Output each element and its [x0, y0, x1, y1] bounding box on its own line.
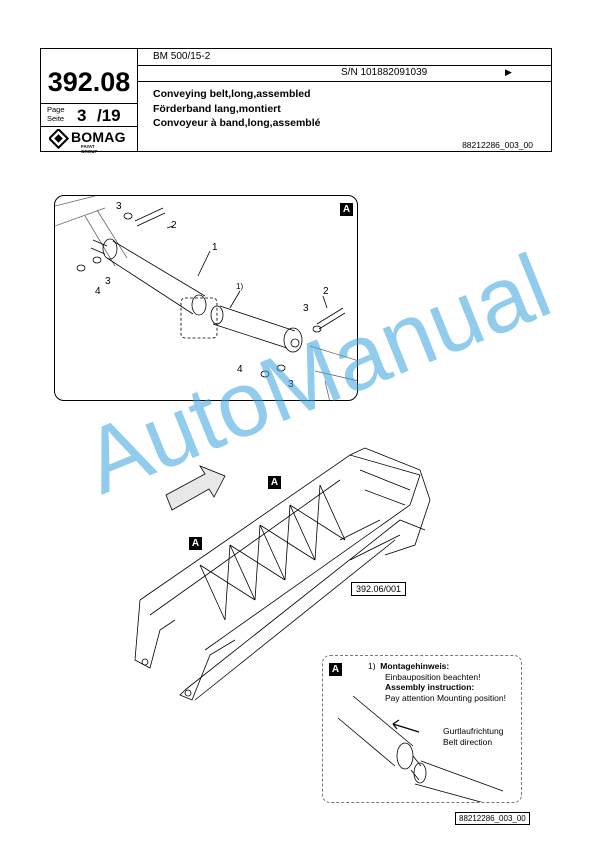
serial-row: S/N 101882091039 ▶ [137, 65, 551, 82]
header-doc-number: 88212286_003_00 [462, 140, 533, 150]
detail-roller-drawing [337, 695, 504, 802]
label-4-left: 4 [95, 286, 101, 297]
label-2-right: 2 [323, 286, 329, 297]
title-en: Conveying belt,long,assembled [153, 88, 311, 100]
label-4-bottom: 4 [237, 364, 243, 375]
label-2-top: 2 [171, 220, 177, 231]
roller-exploded-drawing [55, 196, 357, 400]
titles: Conveying belt,long,assembled Förderband… [153, 87, 320, 131]
detail-box: A [322, 655, 522, 803]
page-total: /19 [97, 106, 121, 125]
header-table: 392.08 Page Seite 3 /19 BOMAG FAYAT GROU… [40, 48, 552, 154]
logo-diamond-icon [47, 127, 70, 150]
callout-tag-a: A [340, 203, 353, 216]
model-row: BM 500/15-2 [137, 49, 551, 66]
direction-de: Gurtlaufrichtung [443, 726, 504, 736]
page-label-de: Seite [47, 114, 65, 123]
note-text-en: Pay attention Mounting position! [385, 692, 506, 703]
footnote-marker: 1) [368, 661, 376, 671]
label-3-left: 3 [105, 276, 111, 287]
direction-en: Belt direction [443, 736, 493, 747]
label-1: 1 [212, 242, 218, 253]
label-footnote-1: 1) [236, 282, 244, 291]
detail-tag-a: A [329, 663, 342, 676]
reference-label: 392.06/001 [351, 582, 407, 596]
header-left-cell: 392.08 Page Seite 3 /19 BOMAG FAYAT GROU… [41, 49, 138, 154]
assembly-note: 1) Montagehinweis: Einbauposition beacht… [368, 661, 506, 703]
frame-tag-a-2: A [189, 537, 202, 550]
frame-tag-a-1: A [268, 476, 281, 489]
serial-arrow-icon: ▶ [505, 67, 512, 77]
note-heading-de: Montagehinweis: [380, 661, 450, 671]
title-fr: Convoyeur à band,long,assemblé [153, 117, 321, 129]
logo-subtext: FAYAT GROUP [81, 144, 98, 154]
serial-number: S/N 101882091039 [341, 67, 428, 78]
logo-text: BOMAG [71, 129, 126, 145]
page-number: 3 [77, 106, 87, 125]
page-label-en: Page [47, 105, 65, 114]
callout-box: A 1 1) 2 2 3 3 3 3 4 4 [54, 195, 358, 401]
label-3-bottom: 3 [288, 379, 294, 390]
label-3-right: 3 [303, 303, 309, 314]
title-de: Förderband lang,montiert [153, 102, 281, 115]
model: BM 500/15-2 [153, 51, 211, 62]
belt-direction-note: Gurtlaufrichtung Belt direction [443, 726, 503, 747]
group-number: 392.08 [47, 67, 131, 97]
note-heading-en: Assembly instruction: [385, 682, 475, 692]
footer-doc-number: 88212286_003_00 [455, 812, 530, 825]
bomag-logo: BOMAG FAYAT GROUP [47, 127, 125, 154]
page-block: Page Seite 3 /19 [41, 103, 137, 127]
label-3-top: 3 [116, 201, 122, 212]
note-text-de: Einbauposition beachten! [385, 671, 481, 682]
